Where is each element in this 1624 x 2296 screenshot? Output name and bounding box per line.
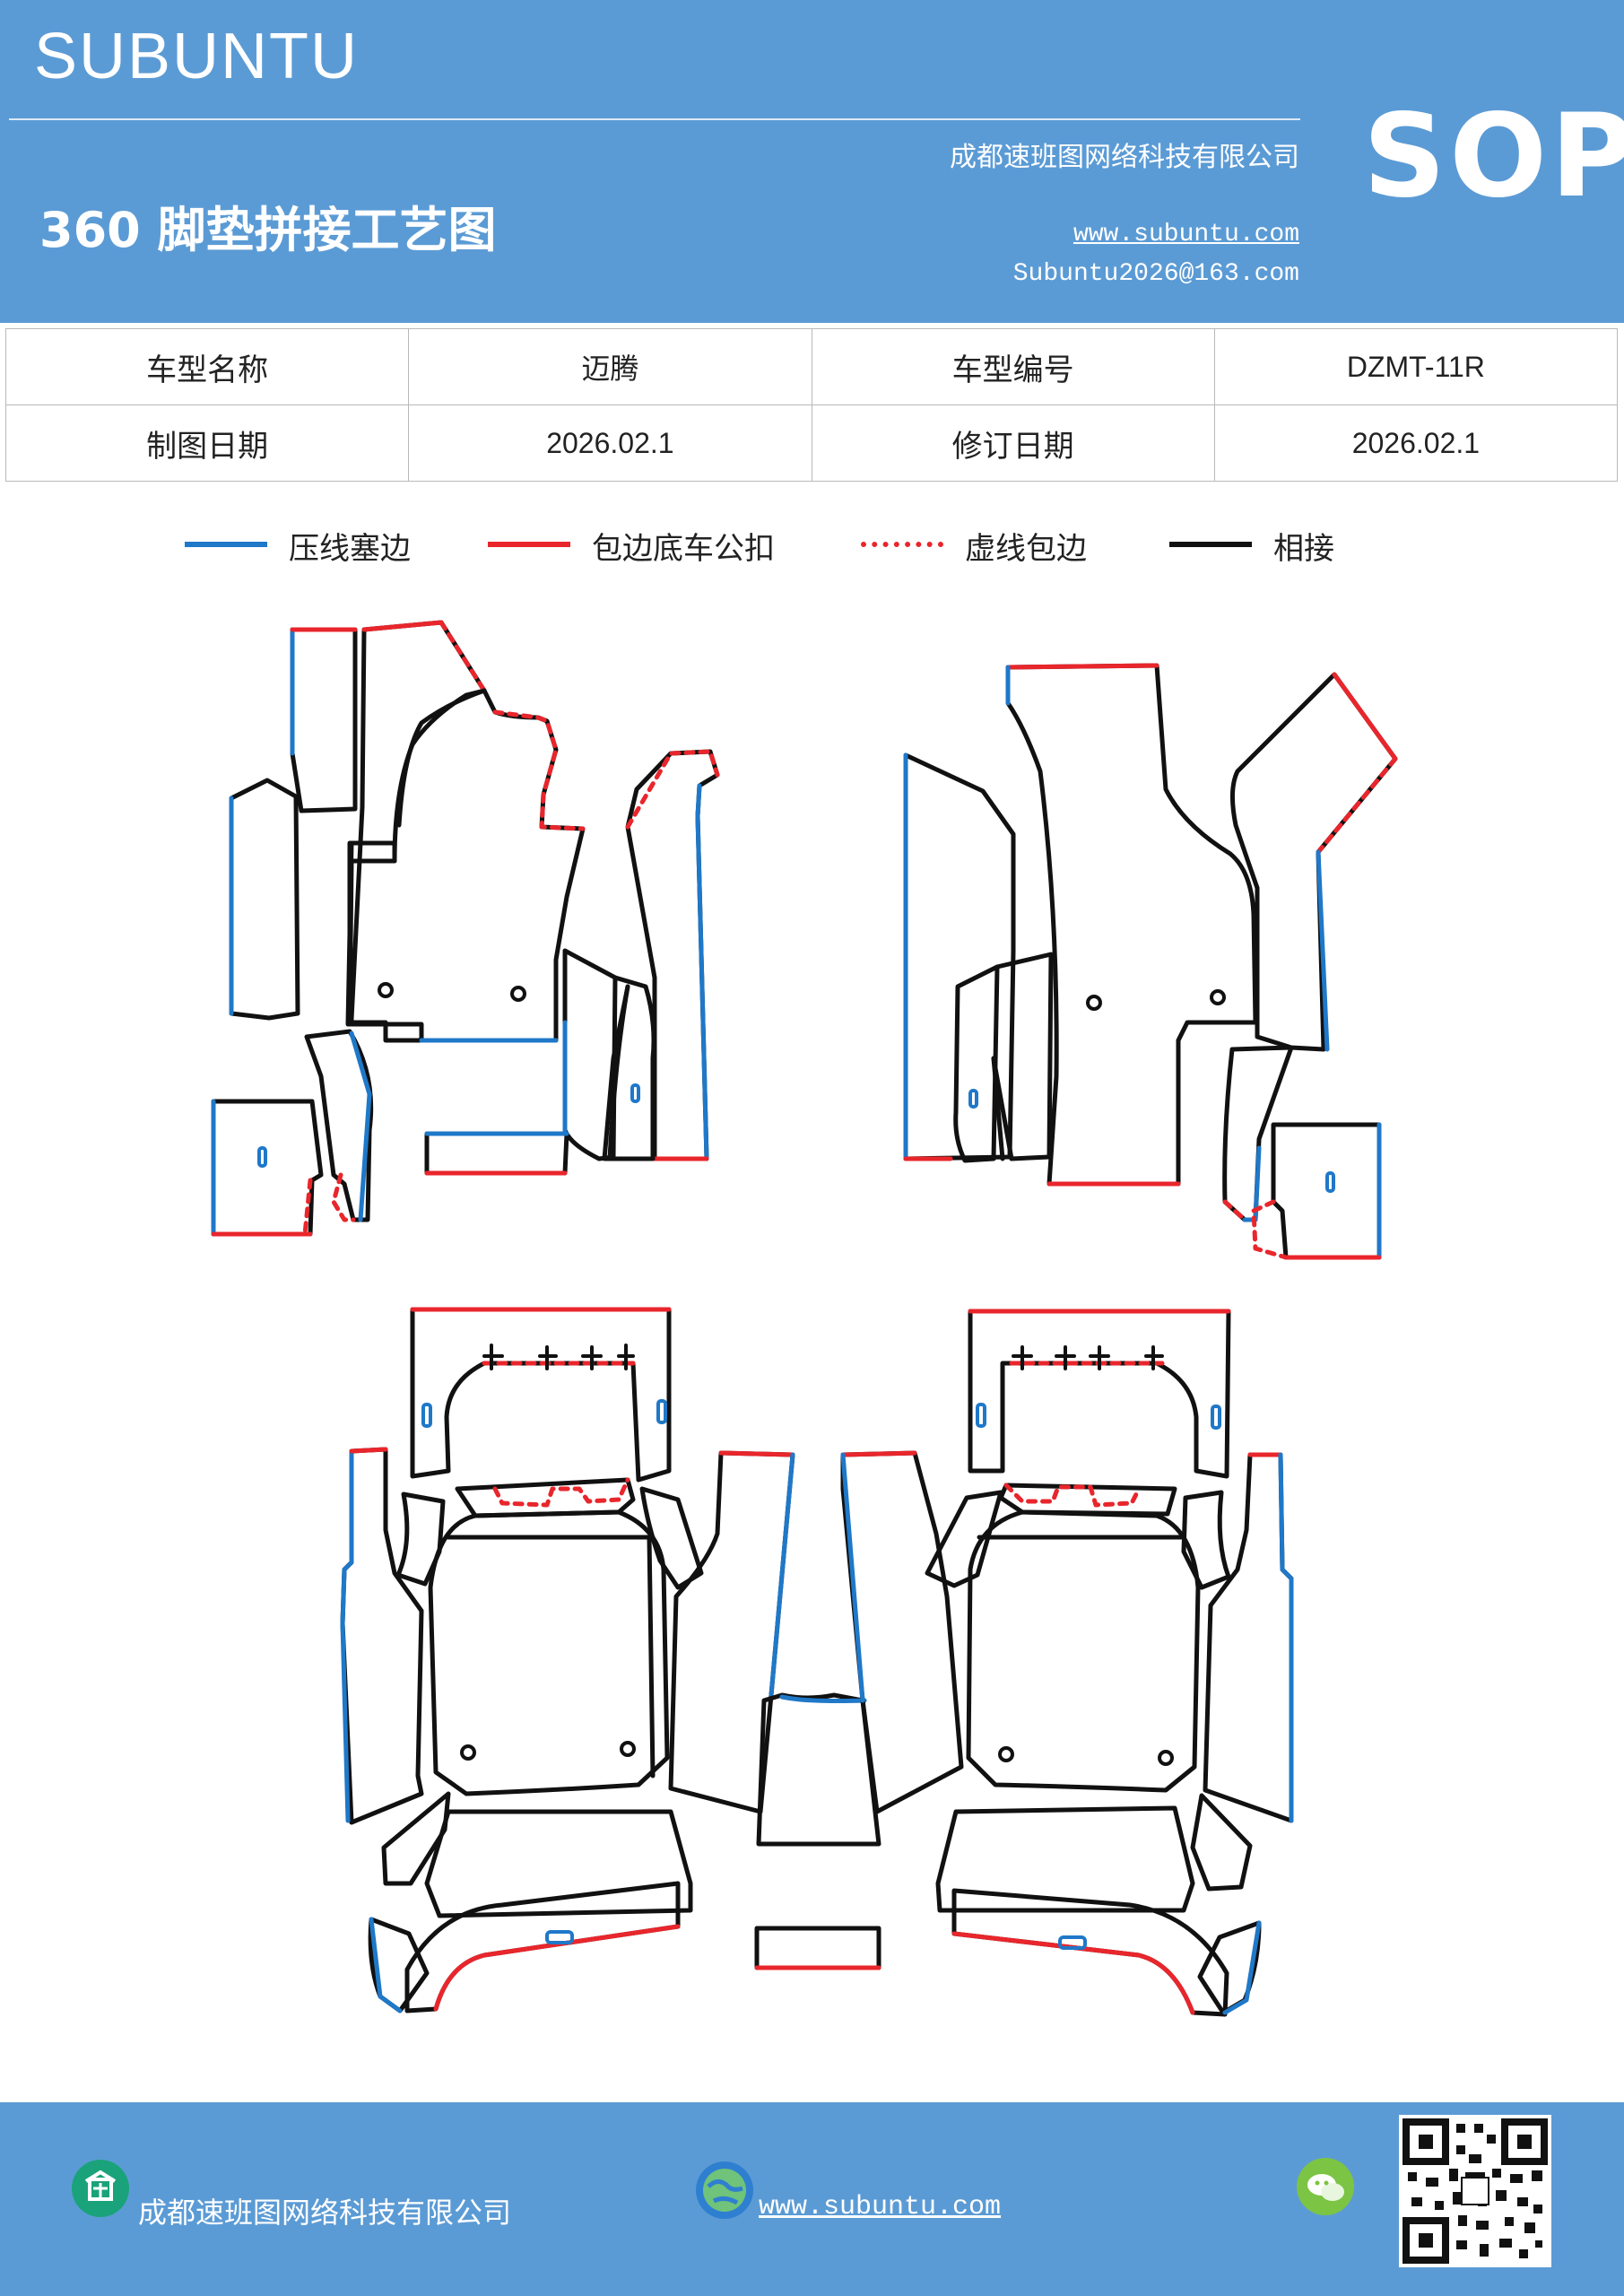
footer-company-name: 成都速班图网络科技有限公司: [138, 2196, 512, 2230]
revision-date-label: 修订日期: [811, 404, 1215, 482]
model-code-value: DZMT-11R: [1213, 328, 1619, 405]
website-link[interactable]: www.subuntu.com: [1073, 221, 1299, 248]
vehicle-info-table: 车型名称 迈腾 车型编号 DZMT-11R 制图日期 2026.02.1 修订日…: [4, 328, 1619, 482]
brand-logo-text: SUBUNTU: [34, 21, 360, 92]
revision-date-value: 2026.02.1: [1213, 404, 1619, 482]
front-left-mat-group: [211, 620, 720, 1237]
page-header: SUBUNTU 360 脚垫拼接工艺图 成都速班图网络科技有限公司 www.su…: [0, 0, 1624, 323]
legend-swatch-red: [488, 542, 570, 547]
email-address: Subuntu2026@163.com: [1012, 260, 1299, 288]
legend-label: 相接: [1273, 531, 1334, 567]
model-code-label: 车型编号: [811, 328, 1215, 405]
rear-right-mat-group: [925, 1309, 1294, 2017]
floor-mat-diagram: [211, 620, 1398, 2017]
legend-swatch-blue: [185, 542, 267, 547]
drawing-date-label: 制图日期: [4, 404, 410, 482]
legend-label: 虚线包边: [965, 531, 1087, 567]
rear-left-mat-group: [340, 1307, 795, 2013]
company-icon: [72, 2160, 129, 2217]
table-row: 制图日期 2026.02.1 修订日期 2026.02.1: [4, 404, 1619, 482]
model-name-label: 车型名称: [4, 328, 410, 405]
page-footer: 成都速班图网络科技有限公司 www.subuntu.com: [0, 2102, 1624, 2296]
center-tunnel-group: [754, 1450, 964, 1970]
header-divider: [9, 118, 1300, 120]
wechat-icon: [1297, 2158, 1354, 2215]
front-right-mat-group: [903, 663, 1398, 1260]
legend-label: 包边底车公扣: [592, 531, 775, 567]
legend-label: 压线塞边: [289, 531, 411, 567]
qr-code: [1399, 2115, 1551, 2267]
sop-badge: SOP: [1363, 90, 1624, 223]
footer-website-link[interactable]: www.subuntu.com: [759, 2192, 1002, 2222]
legend-swatch-dashed: [861, 542, 943, 547]
globe-icon: [696, 2161, 753, 2219]
legend-swatch-black: [1169, 542, 1252, 547]
company-name: 成都速班图网络科技有限公司: [950, 142, 1299, 173]
document-title: 360 脚垫拼接工艺图: [39, 202, 497, 258]
table-row: 车型名称 迈腾 车型编号 DZMT-11R: [4, 328, 1619, 405]
model-name-value: 迈腾: [408, 328, 812, 405]
drawing-date-value: 2026.02.1: [408, 404, 812, 482]
